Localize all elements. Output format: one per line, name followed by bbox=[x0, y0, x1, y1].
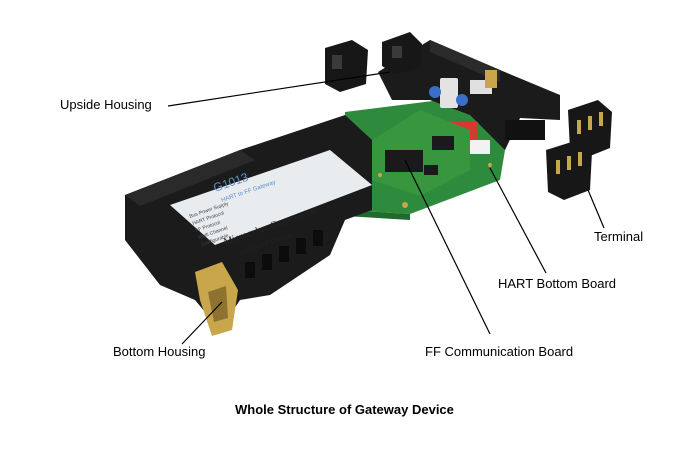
leader-terminal bbox=[587, 189, 605, 229]
leader-hart-bottom-board bbox=[489, 167, 547, 274]
ff-communication-board-pcb bbox=[372, 110, 470, 196]
leader-bottom-housing bbox=[181, 301, 223, 345]
board-components bbox=[429, 70, 497, 154]
label-bottom-housing: Bottom Housing bbox=[113, 344, 206, 359]
upside-housing-shape bbox=[378, 40, 560, 150]
din-rail-clip bbox=[195, 262, 238, 336]
terminal-block bbox=[382, 32, 422, 74]
terminal-block bbox=[325, 40, 368, 92]
leader-ff-communication-board bbox=[404, 159, 491, 335]
leader-lines bbox=[167, 71, 605, 345]
terminal-block bbox=[546, 140, 592, 200]
label-terminal: Terminal bbox=[594, 229, 644, 244]
leader-upside-housing bbox=[167, 71, 391, 107]
terminal-blocks bbox=[325, 32, 612, 200]
figure-caption: Whole Structure of Gateway Device bbox=[235, 402, 454, 417]
label-upside-housing: Upside Housing bbox=[60, 97, 152, 112]
label-ff-communication-board: FF Communication Board bbox=[425, 344, 574, 359]
label-hart-bottom-board: HART Bottom Board bbox=[498, 276, 617, 291]
